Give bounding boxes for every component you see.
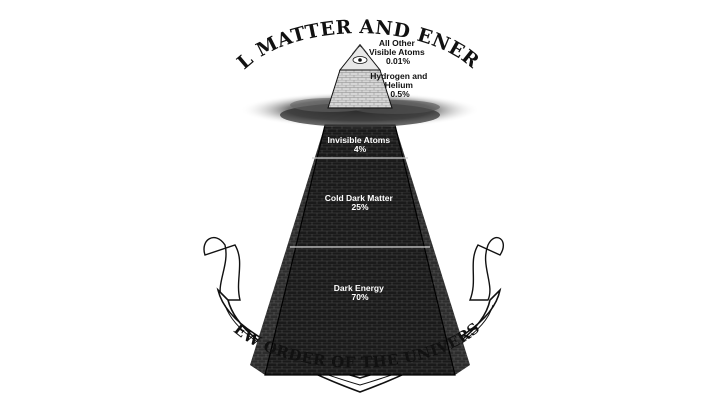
- visible-atoms-line1: All Other: [379, 38, 416, 48]
- dark-energy-name: Dark Energy: [334, 283, 384, 293]
- label-hydrogen-helium: Hydrogen and Helium 0.5%: [370, 71, 430, 99]
- invisible-atoms-value: 4%: [354, 144, 367, 154]
- capstone: [327, 43, 393, 109]
- hydrogen-helium-line1: Hydrogen and: [370, 71, 427, 81]
- hydrogen-helium-value: 0.5%: [390, 89, 410, 99]
- pyramid-body: [250, 124, 470, 376]
- invisible-atoms-name: Invisible Atoms: [328, 135, 391, 145]
- label-dark-energy: Dark Energy 70%: [334, 283, 386, 302]
- visible-atoms-line2: Visible Atoms: [369, 47, 425, 57]
- eye-icon: [351, 43, 369, 64]
- label-visible-atoms: All Other Visible Atoms 0.01%: [369, 38, 427, 66]
- visible-atoms-value: 0.01%: [386, 56, 411, 66]
- dark-energy-value: 70%: [351, 292, 368, 302]
- title-arc: ALL MATTER AND ENERGY: [0, 0, 484, 74]
- hydrogen-helium-line2: Helium: [385, 80, 414, 90]
- label-cold-dark-matter: Cold Dark Matter 25%: [325, 193, 395, 212]
- page-title: ALL MATTER AND ENERGY: [0, 0, 483, 74]
- cold-dark-matter-name: Cold Dark Matter: [325, 193, 394, 203]
- cold-dark-matter-value: 25%: [351, 202, 368, 212]
- label-invisible-atoms: Invisible Atoms 4%: [328, 135, 393, 154]
